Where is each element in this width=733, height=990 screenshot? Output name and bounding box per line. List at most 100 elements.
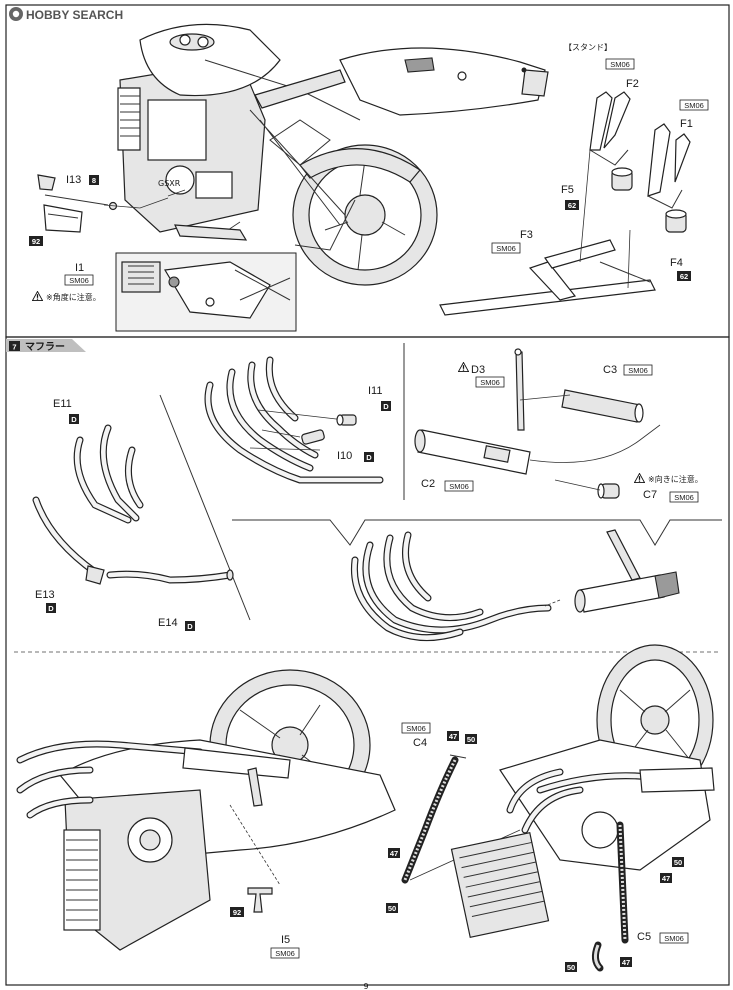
tag-92-top [29,236,43,246]
step-title: マフラー [25,341,65,353]
label-D3: D3 [471,364,485,376]
tag-47c-text: 47 [662,874,670,883]
label-F1: F1 [680,118,693,130]
tag-I1 [64,274,94,286]
label-I10: I10 [337,450,352,462]
tag-50c [672,857,684,867]
tag-E11 [69,414,79,424]
tag-50b-text: 50 [388,904,396,913]
part-E11 [73,424,144,524]
tag-50a-text: 50 [467,735,475,744]
part-E13 [32,496,105,585]
bottom-right-bike [450,644,715,972]
caution-direction: ※向きに注意。 [648,474,703,484]
label-I13: I13 [66,174,81,186]
part-C2 [414,424,661,475]
tag-I13-text: 8 [92,176,96,185]
tag-E14-text: D [187,622,193,631]
logo-text: HOBBY SEARCH [26,8,123,22]
part-I5 [247,887,273,913]
tag-47a-text: 47 [449,732,457,741]
part-E14 [106,569,234,584]
tag-50d-text: 50 [567,963,575,972]
label-E11: E11 [53,398,72,410]
tag-F3-text: SM06 [496,244,516,253]
part-I10 [301,429,325,445]
tag-F4-text: 62 [680,272,688,281]
tag-D3-text: SM06 [480,378,500,387]
tag-47d [620,957,632,967]
label-E13: E13 [35,589,55,601]
part-C3 [519,389,644,423]
label-E14: E14 [158,617,178,629]
part-F1 [647,123,691,209]
tag-C7-text: SM06 [674,493,694,502]
part-C7 [554,479,620,499]
tag-I10-text: D [366,453,372,462]
inset-detail-box [115,252,297,332]
caution-angle: ※角度に注意。 [46,292,101,302]
assembled-exhaust [350,529,680,642]
caution-icon-top [32,291,43,301]
tag-47b-text: 47 [390,849,398,858]
tag-I11-text: D [383,402,389,411]
tag-47d-text: 47 [622,958,630,967]
callout-bracket [232,519,722,546]
tag-50d [565,962,577,972]
tag-92-bottom-text: 92 [233,908,241,917]
part-D3 [514,348,525,431]
tag-C7 [669,491,699,503]
tag-C3-text: SM06 [628,366,648,375]
label-I11: I11 [368,385,382,397]
label-C5: C5 [637,931,651,943]
tag-92-bottom [230,907,244,917]
caution-icon-d3 [458,362,469,372]
part-F2 [589,91,631,166]
tag-I1-text: SM06 [69,276,89,285]
tag-E11-text: D [71,415,77,424]
tag-F5-text: 62 [568,201,576,210]
tag-D3 [475,376,505,388]
tag-F4 [677,271,691,281]
tag-50b [386,903,398,913]
label-C3: C3 [603,364,617,376]
step-number: 7 [12,343,16,352]
part-header-pipes-middle [204,356,384,484]
tag-C5-text: SM06 [664,934,684,943]
hobby-search-logo: HOBBY SEARCH [9,7,123,22]
bottom-left-bike [16,669,396,951]
tag-C2 [444,480,474,492]
tag-47c [660,873,672,883]
step7-header: 7 マフラー [6,339,86,353]
page-number: 9 [363,982,368,990]
part-F5 [611,167,633,191]
stand-title: 【スタンド】 [564,43,612,52]
part-F4 [665,209,687,233]
label-F4: F4 [670,257,683,269]
tag-C4 [401,722,431,734]
tag-F2 [605,58,635,70]
tag-C5 [659,932,689,944]
label-F2: F2 [626,78,639,90]
tag-C4-text: SM06 [406,724,426,733]
tag-50c-text: 50 [674,858,682,867]
caution-icon-c7 [634,473,645,483]
tag-F3 [491,242,521,254]
tag-E13 [46,603,56,613]
tag-F5 [565,200,579,210]
divider-diagonal [159,394,251,621]
label-C2: C2 [421,478,435,490]
tag-C3 [623,364,653,376]
label-I1: I1 [75,262,84,274]
label-F5: F5 [561,184,574,196]
label-F3: F3 [520,229,533,241]
label-C7: C7 [643,489,657,501]
tag-F1 [679,99,709,111]
tag-I10 [364,452,374,462]
top-motorcycle-illustration: GSXR [117,23,549,286]
tag-I5-text: SM06 [275,949,295,958]
tag-E14 [185,621,195,631]
part-I11 [336,414,357,426]
tag-I5 [270,947,300,959]
